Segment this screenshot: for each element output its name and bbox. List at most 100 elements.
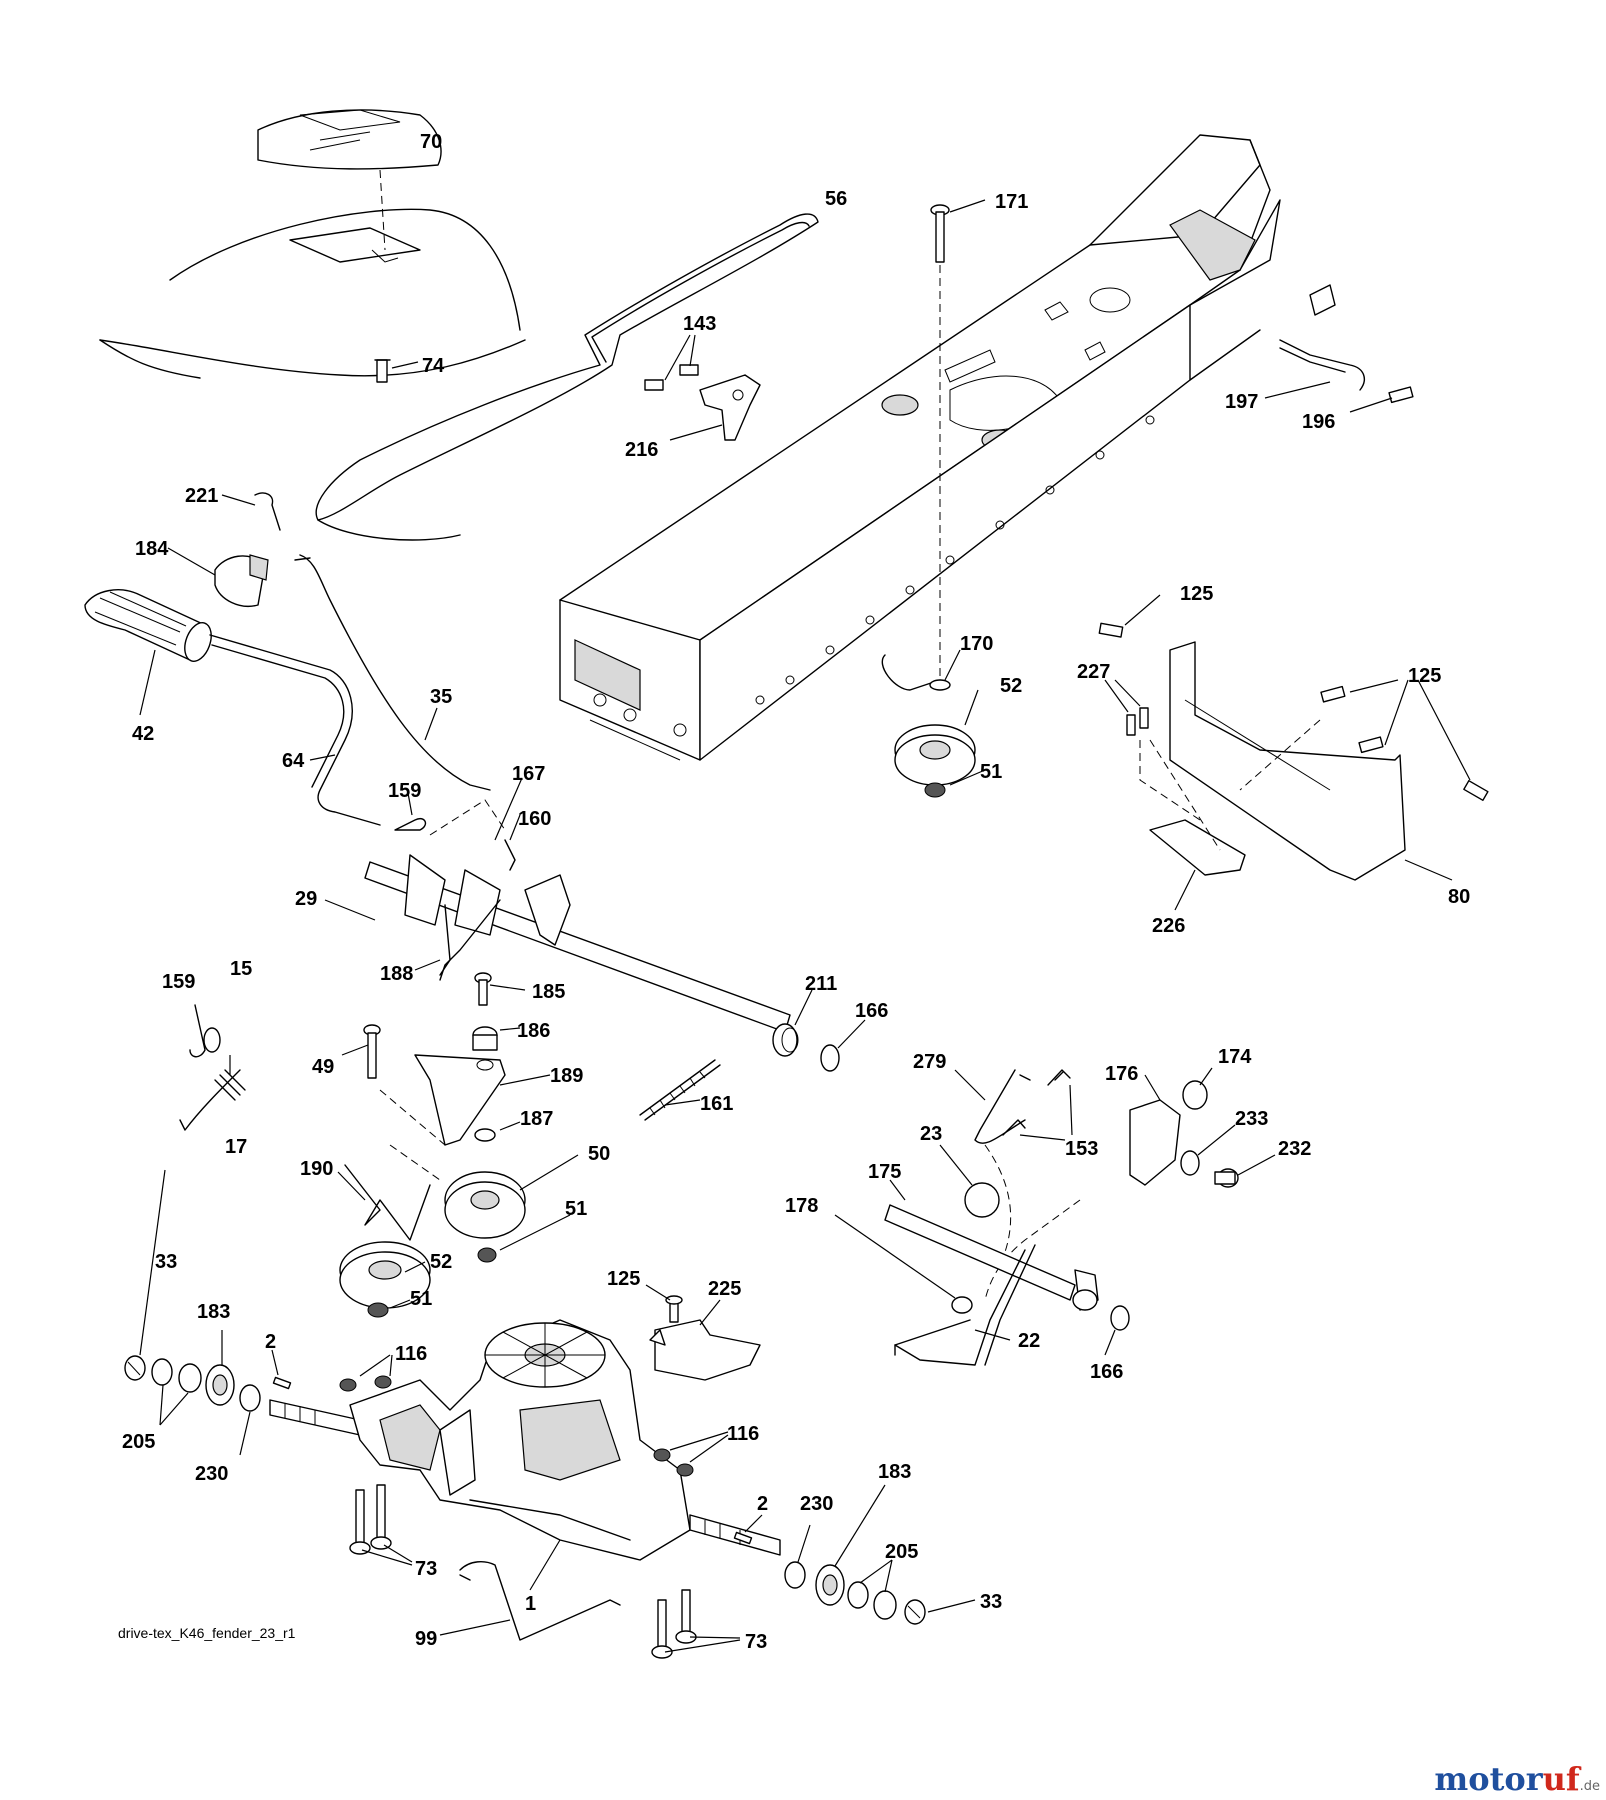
callout-225: 225	[708, 1278, 741, 1300]
callout-50: 50	[588, 1143, 610, 1165]
callout-226: 226	[1152, 915, 1185, 937]
callout-74: 74	[422, 355, 445, 377]
callout-221: 221	[185, 485, 218, 507]
callout-51-b: 51	[565, 1198, 587, 1220]
pulley-52-lower	[337, 1164, 431, 1318]
callout-185: 185	[532, 981, 565, 1003]
callout-17: 17	[225, 1136, 247, 1158]
callout-211: 211	[805, 973, 837, 995]
callout-205-b: 205	[885, 1541, 918, 1563]
callout-189: 189	[550, 1065, 583, 1087]
callout-232: 232	[1278, 1138, 1311, 1160]
screw-74	[376, 359, 388, 383]
callout-49: 49	[312, 1056, 334, 1078]
callout-51-a: 51	[980, 761, 1002, 783]
right-hub-stack	[733, 1484, 976, 1625]
cable-35	[294, 554, 491, 791]
callout-196: 196	[1302, 411, 1335, 433]
callout-116-b: 116	[727, 1423, 759, 1445]
callout-153: 153	[1065, 1138, 1098, 1160]
callout-230-b: 230	[800, 1493, 833, 1515]
pulley-50	[444, 1154, 579, 1263]
pin-221	[221, 492, 281, 531]
callout-labels: 70 56 171 74 143 216 197 196 221 184 42 …	[122, 131, 1470, 1653]
bracket-225	[645, 1284, 761, 1381]
callout-227: 227	[1077, 661, 1110, 683]
callout-2-a: 2	[265, 1331, 276, 1353]
callout-52-a: 52	[1000, 675, 1022, 697]
transaxle	[269, 1319, 781, 1591]
callout-159-b: 159	[162, 971, 195, 993]
left-hub-stack	[124, 1169, 292, 1456]
bracket-216	[644, 334, 761, 441]
callout-99: 99	[415, 1628, 437, 1650]
callout-29: 29	[295, 888, 317, 910]
callout-205-a: 205	[122, 1431, 155, 1453]
washer-166-lower	[1110, 1305, 1130, 1331]
callout-80: 80	[1448, 886, 1470, 908]
watermark-part2: uf	[1543, 1760, 1582, 1798]
callout-125-b: 125	[1408, 665, 1441, 687]
rod-197	[1264, 339, 1414, 413]
callout-125-a: 125	[1180, 583, 1213, 605]
callout-190: 190	[300, 1158, 333, 1180]
knob-184	[167, 547, 269, 607]
callout-143: 143	[683, 313, 716, 335]
drawing-source-label: drive-tex_K46_fender_23_r1	[118, 1625, 296, 1641]
callout-22: 22	[1018, 1330, 1040, 1352]
shield-80	[1098, 594, 1489, 911]
callout-178: 178	[785, 1195, 818, 1217]
callout-161: 161	[700, 1093, 733, 1115]
callout-23: 23	[920, 1123, 942, 1145]
callout-166-a: 166	[855, 1000, 888, 1022]
callout-176: 176	[1105, 1063, 1138, 1085]
callout-33-b: 33	[980, 1591, 1002, 1613]
callout-197: 197	[1225, 391, 1258, 413]
callout-186: 186	[517, 1020, 550, 1042]
washer-166	[820, 1044, 840, 1072]
callout-233: 233	[1235, 1108, 1268, 1130]
callout-184: 184	[135, 538, 169, 560]
callout-216: 216	[625, 439, 658, 461]
motoruf-watermark: motoruf.de	[1434, 1760, 1600, 1798]
callout-73-b: 73	[745, 1631, 767, 1653]
callout-52-b: 52	[430, 1251, 452, 1273]
brake-rod-175	[834, 1179, 1130, 1366]
idler-arm-189	[379, 1054, 551, 1181]
washer-187	[474, 1128, 496, 1142]
callout-171: 171	[995, 191, 1028, 213]
bolt-171	[930, 199, 986, 680]
callout-170: 170	[960, 633, 993, 655]
callout-167: 167	[512, 763, 545, 785]
rod-99	[439, 1561, 621, 1641]
bushing-211	[772, 989, 866, 1072]
frame-holes	[755, 415, 1155, 705]
callout-174: 174	[1218, 1046, 1252, 1068]
pulley-52-upper	[881, 649, 986, 798]
nuts-116	[339, 1354, 729, 1477]
callout-183-a: 183	[197, 1301, 230, 1323]
fender-assembly	[99, 109, 526, 383]
callout-33-a: 33	[155, 1251, 177, 1273]
rod-188	[414, 899, 501, 981]
clips-159-160-167	[394, 777, 523, 871]
left-small-parts	[179, 1004, 246, 1131]
svg-text:motoruf.de: motoruf.de	[1434, 1760, 1600, 1798]
callout-183-b: 183	[878, 1461, 911, 1483]
callout-159: 159	[388, 780, 421, 802]
callout-2-b: 2	[757, 1493, 768, 1515]
callout-64: 64	[282, 750, 305, 772]
grip-42	[84, 589, 212, 716]
callout-230-a: 230	[195, 1463, 228, 1485]
shaft-29	[324, 854, 791, 1033]
callout-56: 56	[825, 188, 847, 210]
lever-64	[209, 634, 381, 826]
callout-70: 70	[420, 131, 442, 153]
watermark-suffix: .de	[1580, 1779, 1600, 1794]
callout-42: 42	[132, 723, 154, 745]
callout-35: 35	[430, 686, 452, 708]
brake-parts	[939, 1067, 1276, 1301]
watermark-part1: motor	[1434, 1760, 1543, 1798]
callout-15: 15	[230, 958, 252, 980]
